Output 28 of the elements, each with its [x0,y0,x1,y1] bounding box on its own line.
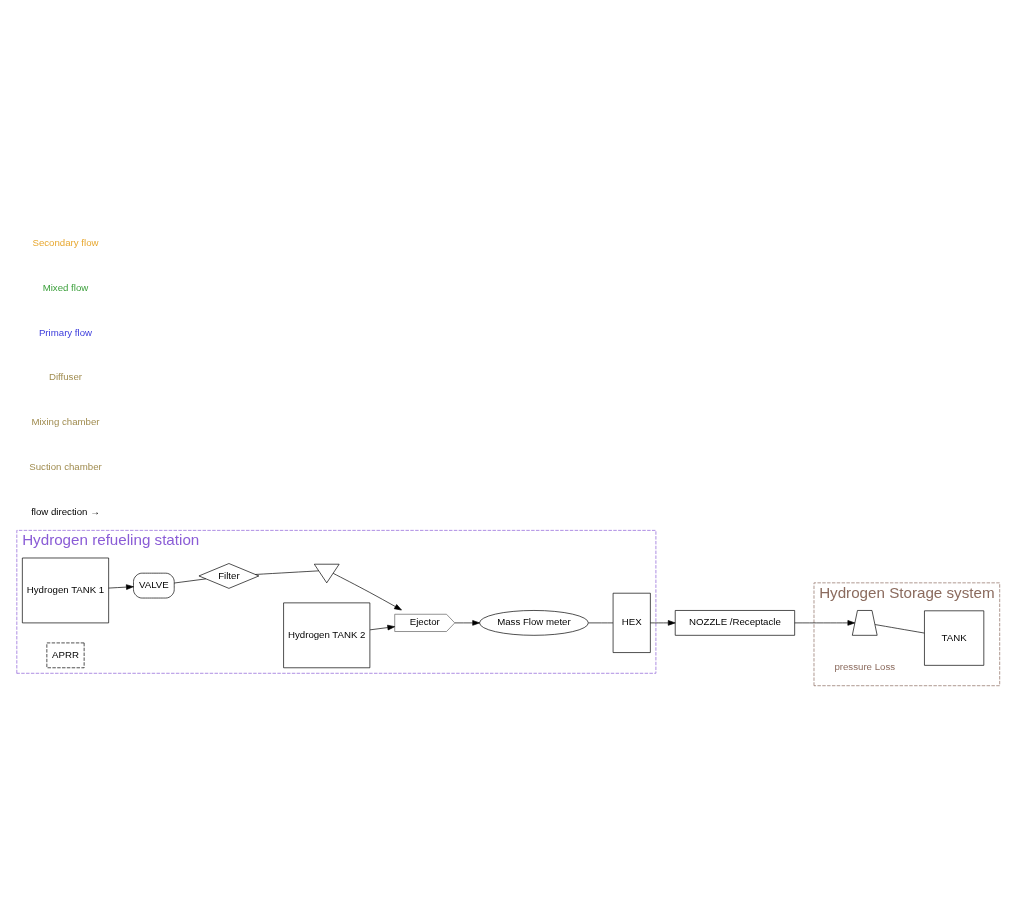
label: Suction chamber [29,461,102,473]
arrow [454,620,480,626]
arrow [650,620,676,626]
node-box: VALVE [133,572,175,599]
label: pressure Loss [834,661,896,673]
label: flow direction → [31,505,100,517]
node-ellipse: Mass Flow meter [479,610,589,636]
connector [255,570,319,575]
node-diamond: Filter [198,563,260,589]
node-trapezium [851,610,878,636]
label: Diffuser [48,371,83,383]
node-box: Hydrogen TANK 2 [283,602,371,669]
node-box: Hydrogen TANK 1 [22,557,109,624]
node-box: HEX [612,592,651,653]
node-box: APRR [46,642,85,669]
connector [173,578,207,584]
connector [874,624,925,634]
label: Mixing chamber [31,416,100,428]
arrow [108,584,134,590]
node-box: TANK [924,610,985,666]
arrow [332,573,402,611]
node-valve [313,563,340,584]
label: Primary flow [38,326,93,338]
arrow [794,620,856,626]
label: Secondary flow [32,236,99,248]
label: Mixed flow [42,281,89,293]
node-box: NOZZLE /Receptacle [674,610,795,636]
arrow [369,624,395,631]
